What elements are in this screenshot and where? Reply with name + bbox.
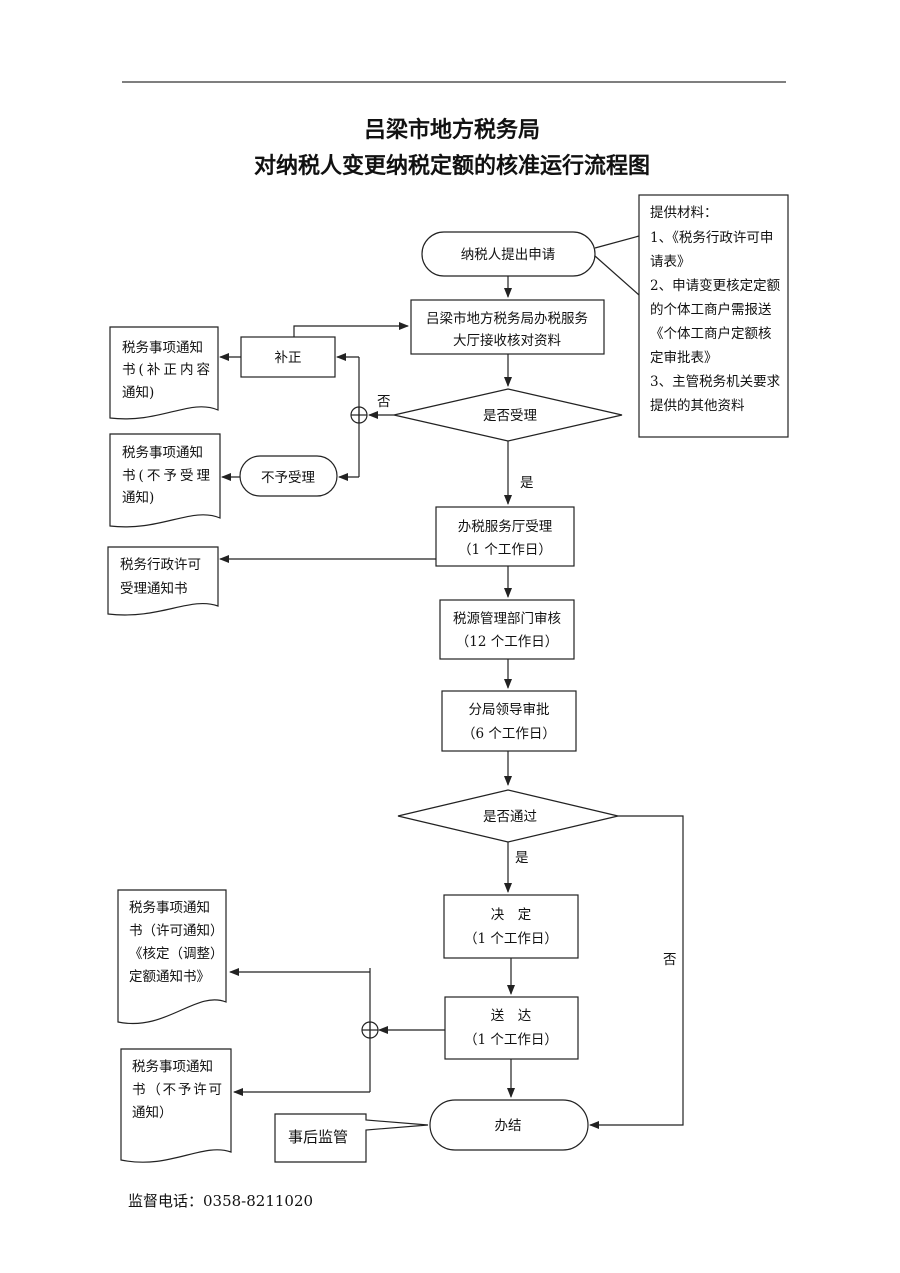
node-accept-decision: 是否受理 [393, 388, 623, 442]
node-correct: 补正 [240, 336, 336, 378]
node-decide: 决 定 （1 个工作日） [443, 894, 579, 959]
svg-text:书（许可通知）: 书（许可通知） [129, 922, 224, 939]
svg-text:受理通知书: 受理通知书 [120, 580, 188, 597]
doc-accept-notice: 税务行政许可 受理通知书 [107, 546, 219, 616]
svg-text:送 达: 送 达 [491, 1008, 532, 1024]
svg-text:（1 个工作日）: （1 个工作日） [458, 542, 552, 558]
svg-text:（1 个工作日）: （1 个工作日） [464, 1032, 558, 1048]
title-line-2: 对纳税人变更纳税定额的核准运行流程图 [254, 153, 650, 179]
materials-line: 提供的其他资料 [650, 398, 745, 414]
node-source-review: 税源管理部门审核 （12 个工作日） [439, 599, 575, 660]
svg-text:是否通过: 是否通过 [483, 809, 537, 825]
doc-reject-notice: 税务事项通知 书(不予受理 通知) [109, 433, 221, 528]
svg-text:办结: 办结 [495, 1118, 522, 1134]
svg-text:税务事项通知: 税务事项通知 [122, 339, 203, 356]
svg-text:税务事项通知: 税务事项通知 [122, 444, 203, 461]
svg-text:税务事项通知: 税务事项通知 [129, 899, 210, 916]
svg-text:通知): 通知) [122, 489, 154, 506]
svg-text:是否受理: 是否受理 [483, 408, 537, 424]
label-no-1: 否 [377, 394, 391, 410]
node-finish: 办结 [429, 1099, 589, 1151]
node-deliver: 送 达 （1 个工作日） [444, 996, 579, 1060]
materials-line: 定审批表》 [650, 350, 718, 366]
svg-text:书（不予许可: 书（不予许可 [132, 1082, 222, 1098]
svg-text:（1 个工作日）: （1 个工作日） [464, 931, 558, 947]
svg-text:税务行政许可: 税务行政许可 [120, 557, 201, 573]
doc-correct-notice: 税务事项通知 书(补正内容 通知) [109, 326, 219, 420]
label-no-2: 否 [663, 952, 677, 968]
svg-text:分局领导审批: 分局领导审批 [469, 702, 550, 718]
callout-line [594, 235, 640, 249]
supervision-phone: 监督电话：0358-8211020 [128, 1192, 314, 1210]
materials-line: 的个体工商户需报送 [650, 301, 772, 318]
svg-text:书(补正内容: 书(补正内容 [122, 361, 210, 378]
svg-text:事后监管: 事后监管 [288, 1128, 348, 1146]
doc-deny-notice: 税务事项通知 书（不予许可 通知） [120, 1048, 232, 1163]
edge-no-to-finish [589, 815, 684, 1129]
node-supervise: 事后监管 [274, 1113, 429, 1163]
callout-line [594, 255, 640, 296]
svg-text:办税服务厅受理: 办税服务厅受理 [458, 519, 553, 535]
svg-text:通知): 通知) [122, 384, 154, 401]
materials-line: 1、《税务行政许可申 [650, 230, 773, 246]
svg-text:大厅接收核对资料: 大厅接收核对资料 [453, 332, 561, 349]
svg-text:（6 个工作日）: （6 个工作日） [462, 726, 556, 742]
materials-box: 提供材料： 1、《税务行政许可申 请表》 2、申请变更核定定额 的个体工商户需报… [638, 194, 789, 438]
svg-text:（12 个工作日）: （12 个工作日） [456, 634, 558, 650]
edge-correct-to-receive [293, 322, 409, 337]
materials-line: 《个体工商户定额核 [650, 325, 772, 342]
node-pass-decision: 是否通过 [397, 789, 619, 843]
materials-line: 3、主管税务机关要求 [650, 374, 781, 390]
svg-text:决 定: 决 定 [491, 907, 532, 923]
svg-text:通知）: 通知） [132, 1104, 173, 1121]
node-hall-accept: 办税服务厅受理 （1 个工作日） [435, 506, 575, 567]
node-receive: 吕梁市地方税务局办税服务 大厅接收核对资料 [410, 299, 605, 355]
svg-text:《核定（调整）: 《核定（调整） [129, 946, 224, 962]
node-branch-approve: 分局领导审批 （6 个工作日） [441, 690, 577, 752]
label-yes-2: 是 [515, 850, 529, 866]
title-line-1: 吕梁市地方税务局 [364, 117, 540, 143]
doc-permit-notice: 税务事项通知 书（许可通知） 《核定（调整） 定额通知书》 [117, 889, 227, 1025]
svg-text:纳税人提出申请: 纳税人提出申请 [461, 247, 556, 263]
svg-text:书(不予受理: 书(不予受理 [122, 468, 211, 484]
svg-text:补正: 补正 [275, 350, 302, 366]
materials-line: 2、申请变更核定定额 [650, 278, 781, 294]
label-yes-1: 是 [520, 475, 534, 491]
svg-text:不予受理: 不予受理 [261, 470, 315, 486]
svg-text:定额通知书》: 定额通知书》 [129, 968, 210, 985]
materials-line: 请表》 [650, 254, 691, 270]
node-apply: 纳税人提出申请 [421, 231, 596, 277]
svg-text:吕梁市地方税务局办税服务: 吕梁市地方税务局办税服务 [426, 310, 588, 327]
materials-line: 提供材料： [650, 205, 718, 221]
svg-text:税源管理部门审核: 税源管理部门审核 [453, 611, 561, 627]
node-reject: 不予受理 [239, 455, 338, 497]
svg-text:税务事项通知: 税务事项通知 [132, 1058, 213, 1075]
